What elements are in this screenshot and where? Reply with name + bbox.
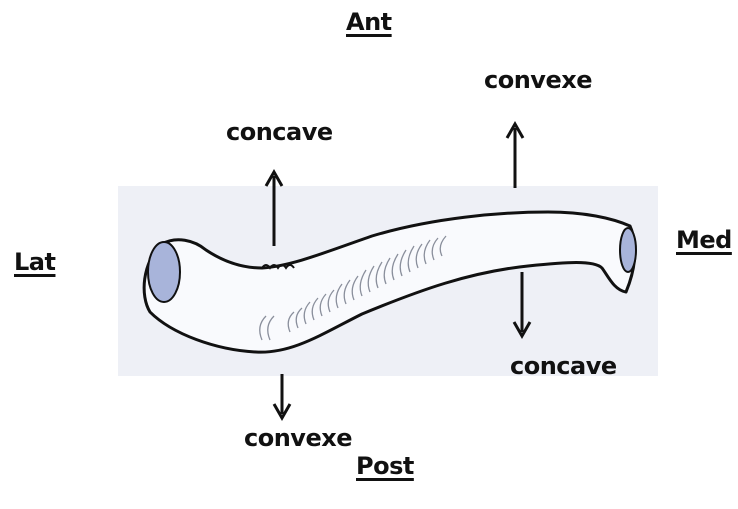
lateral-posterior-curvature-label: convexe <box>244 424 352 452</box>
medial-posterior-curvature-label: concave <box>510 352 617 380</box>
lateral-label: Lat <box>14 248 55 276</box>
posterior-label: Post <box>356 452 414 480</box>
lateral-articular-surface <box>148 242 180 302</box>
medial-articular-surface <box>620 228 636 272</box>
medial-anterior-curvature-label: convexe <box>484 66 592 94</box>
arrow-medial-up <box>507 124 523 188</box>
medial-label: Med <box>676 226 732 254</box>
lateral-anterior-curvature-label: concave <box>226 118 333 146</box>
arrow-lateral-down <box>274 374 290 418</box>
anterior-label: Ant <box>346 8 392 36</box>
